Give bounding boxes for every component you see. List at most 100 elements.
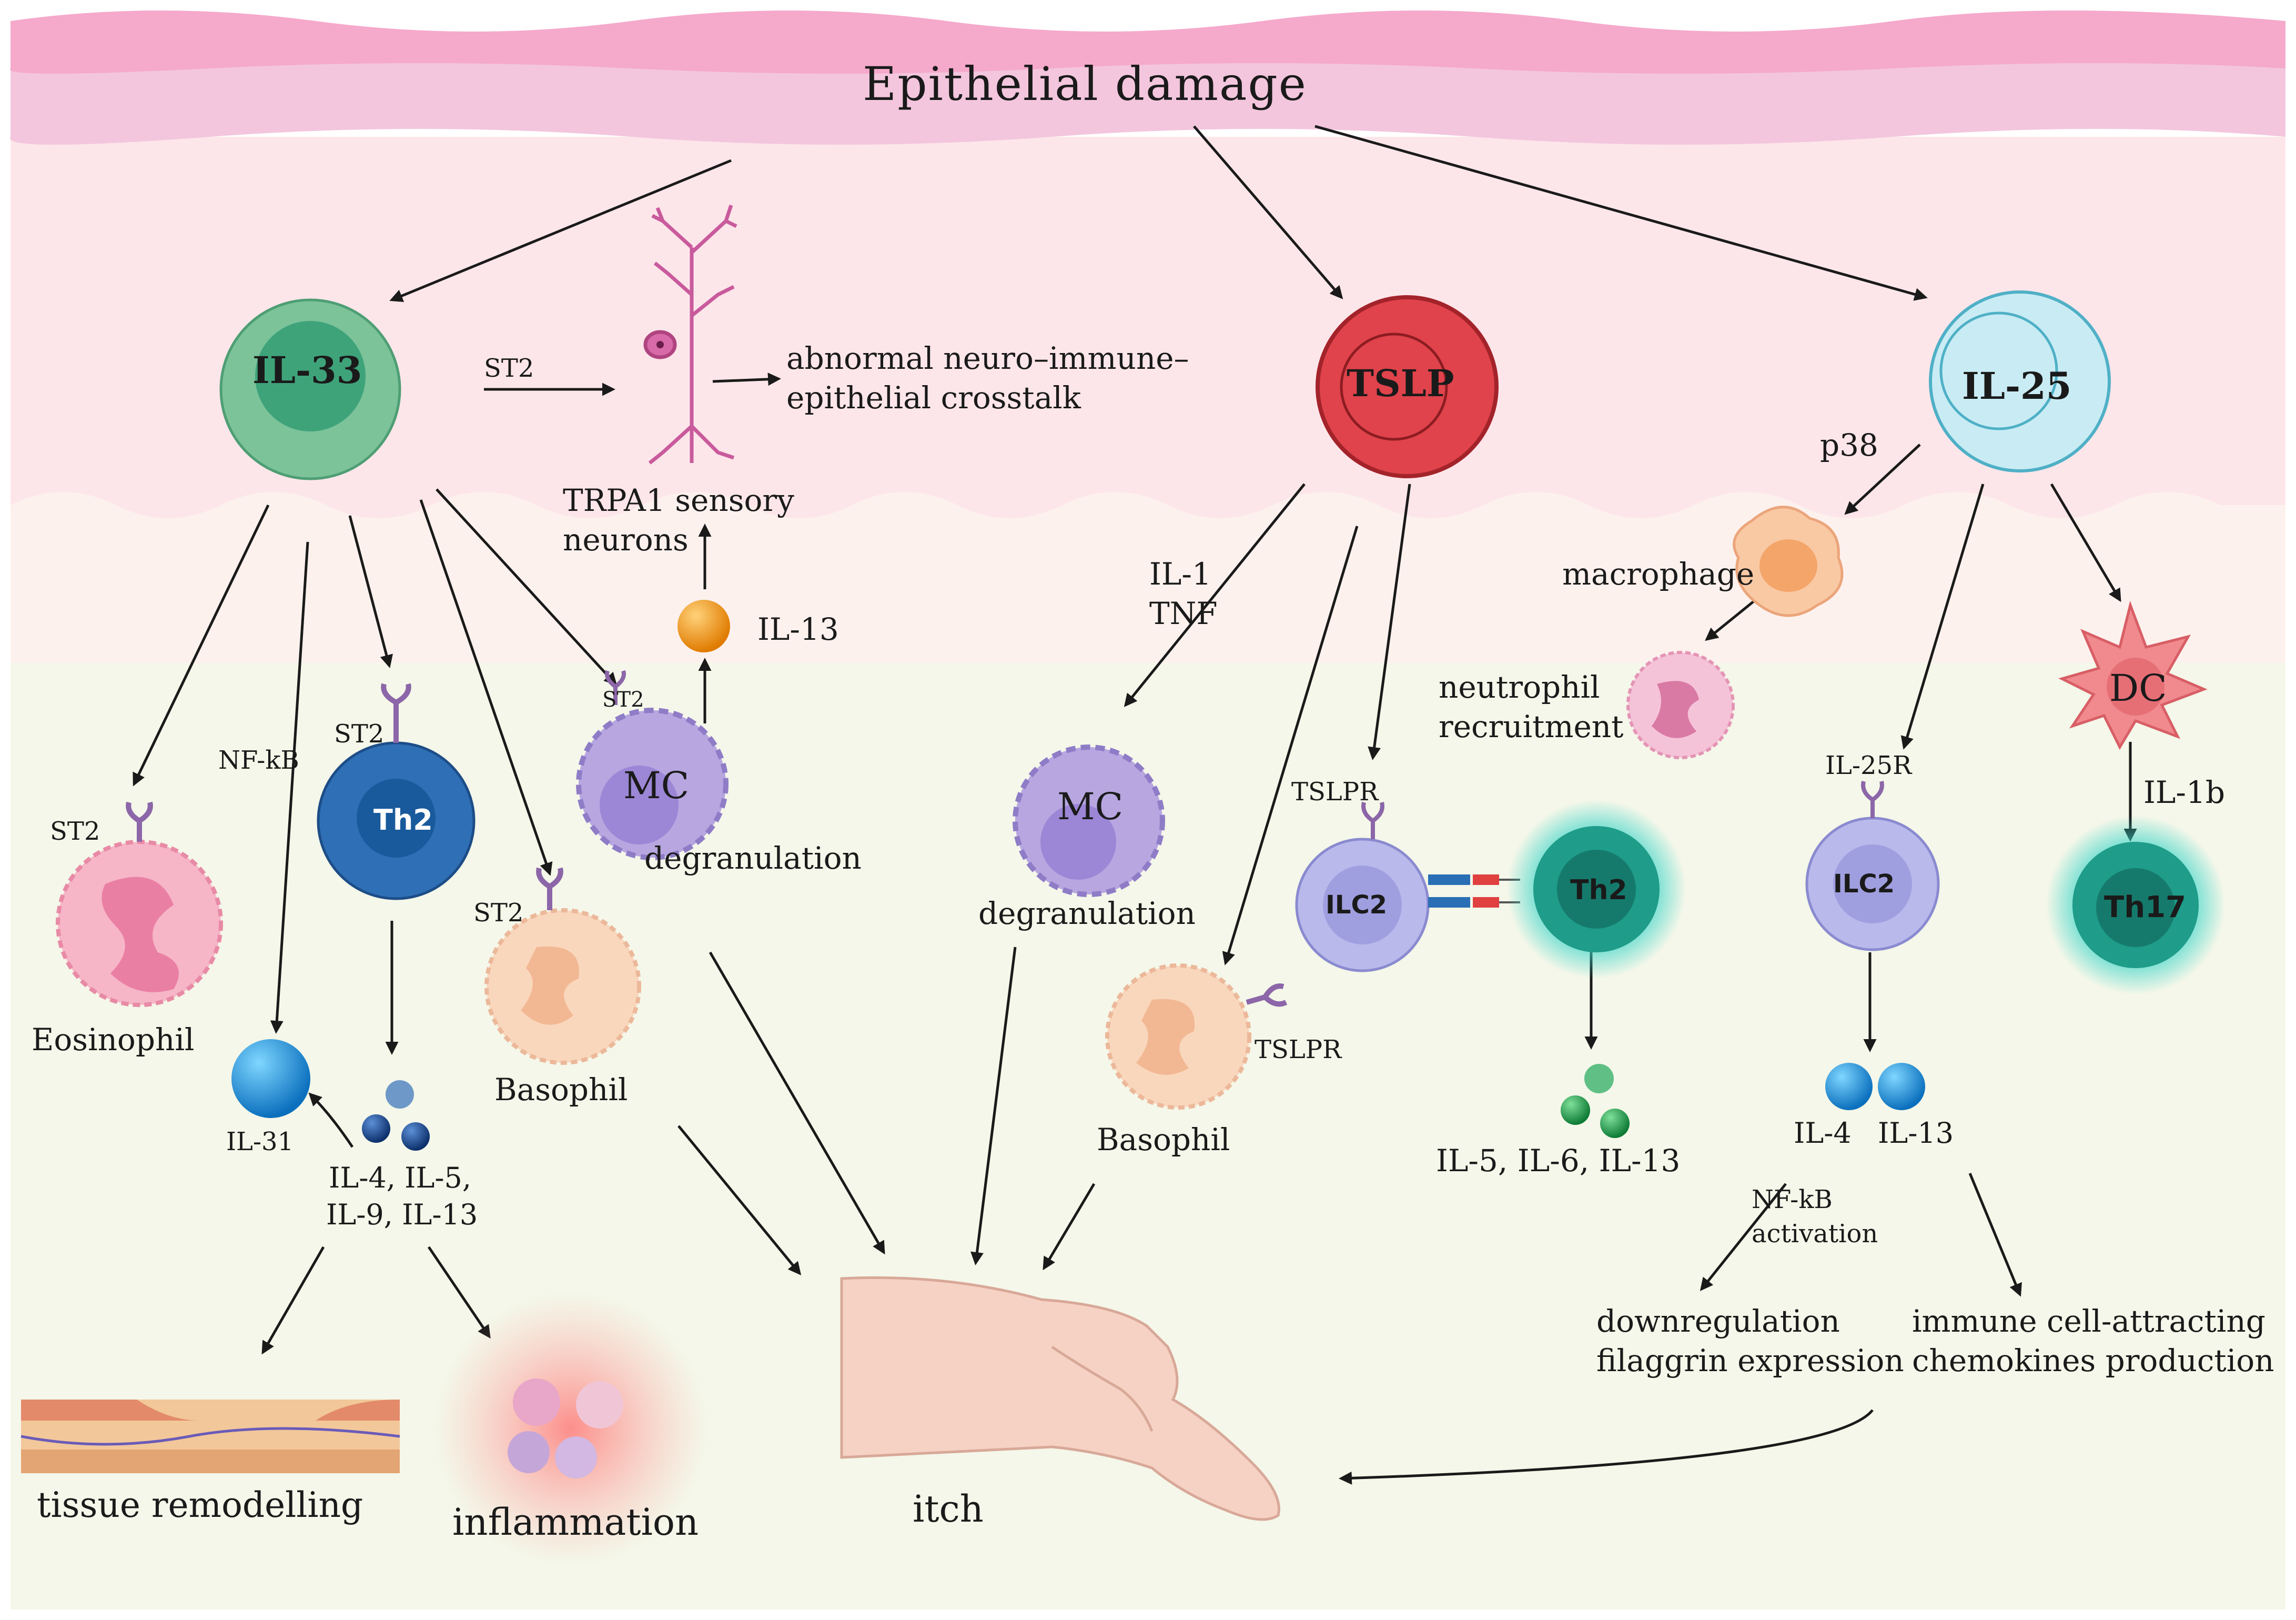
il4-label: IL-4 — [1794, 1116, 1852, 1150]
arrow-basoleft-itch — [677, 1125, 802, 1275]
il33-label: IL-33 — [252, 348, 362, 392]
ilc2-mid-cell — [1295, 802, 1430, 972]
ilc2-mid-label: ILC2 — [1326, 890, 1388, 920]
arrow-mcmid-itch — [970, 947, 1017, 1265]
il13-right-molecule — [1878, 1063, 1925, 1110]
tnf-label: TNF — [1149, 596, 1218, 631]
inflammation-label: inflammation — [452, 1501, 699, 1544]
st2-th2-label: ST2 — [334, 719, 385, 749]
eosinophil-label: Eosinophil — [32, 1022, 195, 1058]
degranulation-mid-label: degranulation — [978, 895, 1196, 931]
basophil-mid-label: Basophil — [1097, 1122, 1230, 1158]
nfkb-right-label-line2: activation — [1752, 1219, 1878, 1249]
arrow-il25-macrophage — [1844, 444, 1921, 515]
arrow-il13-chemokines — [1968, 1173, 2022, 1297]
arrow-nfkb-downregulation — [1700, 1183, 1787, 1291]
arrow-il25-dc — [2050, 483, 2121, 602]
th2-right-cell — [1507, 800, 1686, 979]
nfkb-left-label: NF-kB — [218, 746, 299, 775]
arrows — [133, 125, 2137, 1485]
arrow-neuron-crosstalk — [712, 373, 781, 386]
downregulation-label-line1: downregulation — [1596, 1303, 1840, 1339]
neutrophil-label-line1: neutrophil — [1439, 669, 1600, 705]
th17-label: Th17 — [2104, 890, 2186, 924]
th2-cytokines-line2: IL-9, IL-13 — [326, 1198, 478, 1231]
mc-left-cell — [576, 670, 729, 860]
tissue-remodelling-label: tissue remodelling — [37, 1485, 363, 1525]
arrow-damage-il25 — [1314, 125, 1928, 301]
ilc2-right-label: ILC2 — [1833, 869, 1895, 899]
il1b-label: IL-1b — [2143, 774, 2226, 810]
crosstalk-label-line2: epithelial crosstalk — [786, 380, 1081, 416]
il25r-label: IL-25R — [1825, 751, 1912, 780]
arrow-tslp-ilc2 — [1368, 484, 1411, 760]
arrow-th2cyt-inflammation — [427, 1246, 491, 1339]
itch-label: itch — [913, 1487, 984, 1531]
il13-right-label: IL-13 — [1878, 1116, 1954, 1150]
arrow-il33-mc — [436, 488, 618, 686]
basophil-left-label: Basophil — [494, 1072, 628, 1108]
th2-left-cell — [317, 683, 476, 900]
st2-eos-label: ST2 — [50, 817, 100, 846]
receptor-bridge — [1428, 874, 1520, 908]
epidermis-top-layer — [10, 11, 2285, 74]
arrow-tslp-mc — [1124, 483, 1306, 707]
il25-cell — [1929, 290, 2111, 472]
th2-cytokine-molecules — [362, 1080, 430, 1151]
tslp-cell — [1316, 295, 1499, 478]
arrow-il33-basophil — [419, 499, 553, 876]
arrow-macrophage-neutrophil — [1705, 593, 1763, 641]
tslpr-baso-label: TSLPR — [1255, 1035, 1342, 1064]
eosinophil-cell — [56, 801, 223, 1007]
th2-right-label: Th2 — [1570, 874, 1627, 906]
mc-left-label: MC — [623, 764, 690, 807]
ilc2-mid-cytokines-label: IL-5, IL-6, IL-13 — [1436, 1143, 1681, 1179]
th2-left-label: Th2 — [373, 803, 433, 837]
tslp-label: TSLP — [1347, 361, 1454, 405]
il33-cell — [219, 298, 401, 480]
arrow-il25-ilc2 — [1900, 484, 1985, 750]
il31-molecule — [231, 1039, 310, 1118]
ilc2-mid-cytokine-molecules — [1561, 1064, 1630, 1138]
crosstalk-label-line1: abnormal neuro–immune– — [786, 340, 1189, 376]
inflammation-image — [434, 1292, 707, 1565]
il13-neuron-label: IL-13 — [757, 611, 839, 647]
arrow-il33-il31 — [270, 541, 309, 1034]
trpa1-label-line2: neurons — [563, 522, 689, 558]
mc-mid-label: MC — [1057, 785, 1124, 828]
nfkb-right-label-line1: NF-kB — [1752, 1185, 1833, 1214]
arrow-damage-tslp — [1193, 125, 1343, 299]
neutrophil-cell — [1626, 651, 1735, 759]
basophil-mid-cell — [1105, 963, 1288, 1110]
macrophage-label: macrophage — [1562, 556, 1755, 592]
th17-cell — [2046, 816, 2225, 994]
trpa1-neuron — [643, 204, 737, 465]
dc-cell — [2058, 600, 2208, 750]
tslpr-ilc2-label: TSLPR — [1291, 777, 1379, 807]
arrow-right-itch — [1339, 1409, 1874, 1485]
arrow-il33-th2 — [348, 515, 393, 668]
mc-mid-cell — [1013, 744, 1165, 897]
degranulation-left-label: degranulation — [644, 840, 862, 876]
st2-mc-label: ST2 — [602, 688, 644, 712]
th2-cytokines-line1: IL-4, IL-5, — [329, 1161, 472, 1194]
arrow-cytokines-il31 — [308, 1092, 354, 1148]
il31-label: IL-31 — [226, 1127, 294, 1156]
p38-label: p38 — [1820, 427, 1878, 463]
dc-label: DC — [2109, 667, 2167, 710]
tissue-remodelling-image — [21, 1400, 400, 1473]
arrow-basomid-itch — [1043, 1183, 1096, 1271]
chemokines-label-line1: immune cell-attracting — [1912, 1303, 2265, 1339]
ilc2-right-cell — [1805, 781, 1940, 951]
downregulation-label-line2: filaggrin expression — [1596, 1343, 1904, 1378]
arrow-mcleft-itch — [709, 951, 885, 1255]
macrophage-cell — [1733, 506, 1844, 617]
diagram-title: Epithelial damage — [863, 57, 1307, 111]
neutrophil-label-line2: recruitment — [1439, 709, 1624, 744]
st2-arrow-label: ST2 — [484, 354, 534, 383]
arrow-th2cyt-remodelling — [261, 1246, 325, 1355]
st2-baso-label: ST2 — [473, 898, 524, 928]
il25-label: IL-25 — [1962, 364, 2072, 408]
